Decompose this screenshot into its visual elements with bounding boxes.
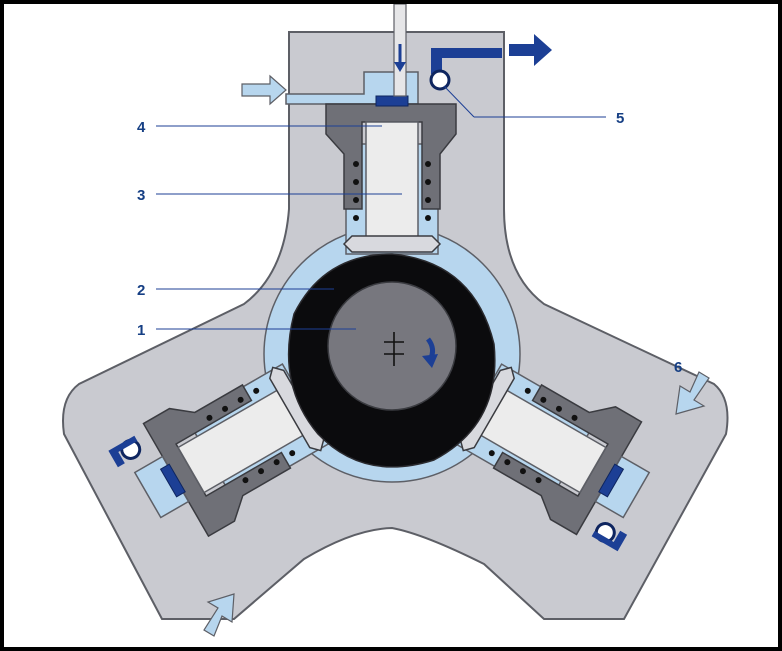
cylinder-top <box>285 4 502 253</box>
check-valve-ball-icon <box>429 69 451 91</box>
outlet-arrow-icon <box>509 34 552 66</box>
radial-piston-pump-diagram: 1 2 3 4 5 6 <box>62 4 729 637</box>
label-4: 4 <box>137 119 146 136</box>
leader-lines <box>156 85 606 330</box>
piston <box>365 121 419 238</box>
label-5: 5 <box>616 110 624 127</box>
label-3: 3 <box>137 187 145 204</box>
label-1: 1 <box>137 322 145 339</box>
inlet-arrow-icon <box>241 74 287 106</box>
inlet-arrow-icon <box>675 371 710 415</box>
label-2: 2 <box>137 282 145 299</box>
suction-valve <box>375 95 409 107</box>
drive-shaft <box>327 281 457 411</box>
label-6: 6 <box>674 359 682 376</box>
inlet-arrow-icon <box>203 593 235 637</box>
diagram-canvas: 1 2 3 4 5 6 <box>4 4 778 647</box>
cylinder-right <box>454 363 651 552</box>
rotation-arrow-icon <box>422 337 438 368</box>
spring-coils <box>353 161 431 221</box>
